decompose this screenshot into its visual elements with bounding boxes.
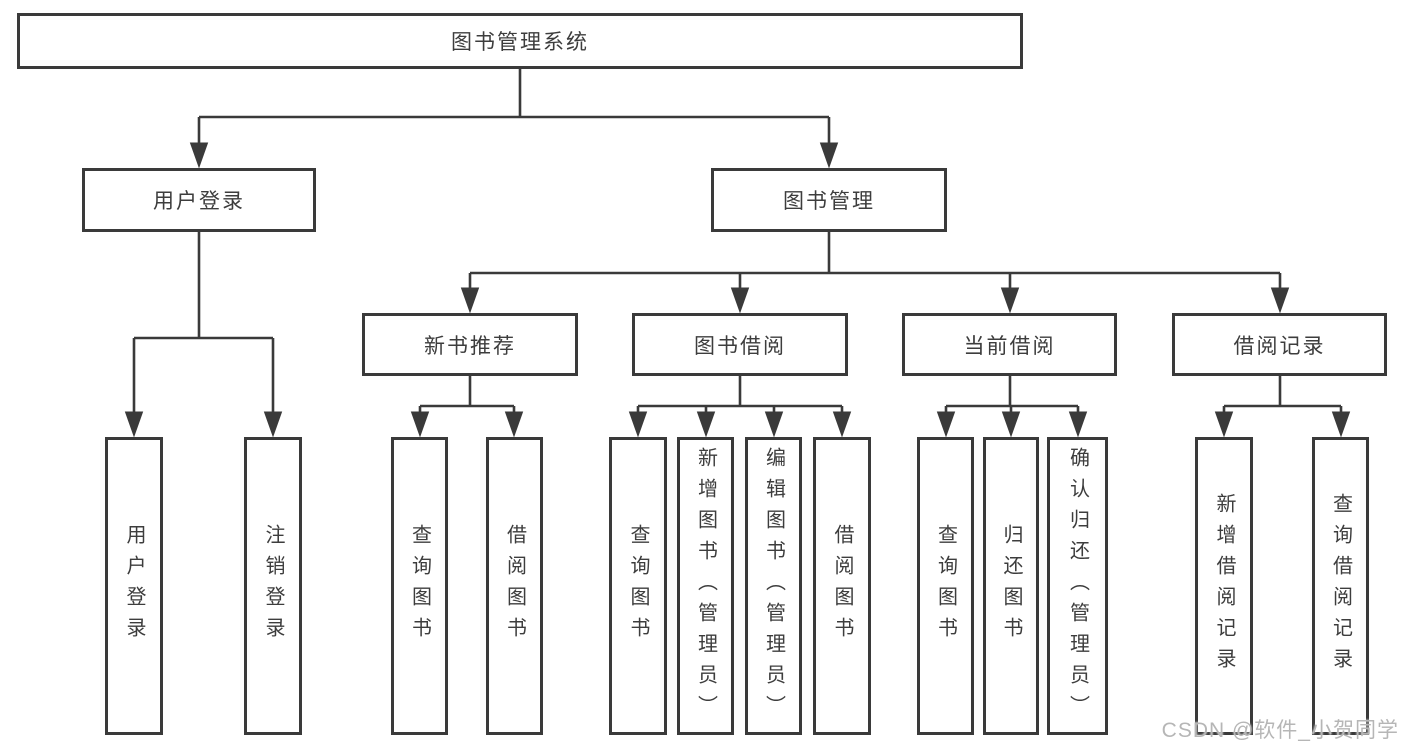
leaf-add-borrow-record: 新增借阅记录 xyxy=(1195,437,1253,735)
node-user-login: 用户登录 xyxy=(82,168,316,232)
leaf-borrow-book-2: 借阅图书 xyxy=(813,437,871,735)
node-book-management: 图书管理 xyxy=(711,168,947,232)
connector-book-borrow-group xyxy=(628,376,852,438)
connector-new-book-group xyxy=(410,376,524,438)
arrowheads-level1 xyxy=(189,142,839,169)
node-root-label: 图书管理系统 xyxy=(451,31,589,54)
node-current-borrow: 当前借阅 xyxy=(902,313,1117,376)
node-root: 图书管理系统 xyxy=(17,13,1023,69)
connector-user-login-group xyxy=(124,232,283,438)
node-new-book-recommend-label: 新书推荐 xyxy=(424,334,516,358)
leaf-confirm-return-admin-label: 确认归还（管理员） xyxy=(1066,446,1089,726)
leaf-query-book-1-label: 查询图书 xyxy=(408,524,431,648)
leaf-logout-label: 注销登录 xyxy=(262,524,284,648)
node-borrow-record: 借阅记录 xyxy=(1172,313,1387,376)
connector-book-management-group xyxy=(460,232,1290,314)
leaf-query-borrow-record-label: 查询借阅记录 xyxy=(1329,493,1352,679)
leaf-add-book-admin: 新增图书（管理员） xyxy=(677,437,734,735)
leaf-query-book-3: 查询图书 xyxy=(917,437,974,735)
node-user-login-label: 用户登录 xyxy=(153,190,245,213)
leaf-query-book-3-label: 查询图书 xyxy=(934,524,957,648)
leaf-user-login-label: 用户登录 xyxy=(123,524,145,648)
arrowheads-borrow-record-group xyxy=(1214,411,1351,438)
leaf-logout: 注销登录 xyxy=(244,437,302,735)
node-book-management-label: 图书管理 xyxy=(783,190,875,213)
leaf-edit-book-admin: 编辑图书（管理员） xyxy=(745,437,802,735)
leaf-query-book-1: 查询图书 xyxy=(391,437,448,735)
leaf-add-borrow-record-label: 新增借阅记录 xyxy=(1213,493,1235,679)
leaf-query-book-2-label: 查询图书 xyxy=(627,524,649,648)
arrowheads-new-book-group xyxy=(410,411,524,438)
leaf-query-borrow-record: 查询借阅记录 xyxy=(1312,437,1369,735)
connector-level1 xyxy=(189,69,839,169)
leaf-return-book-label: 归还图书 xyxy=(1000,524,1022,648)
arrowheads-user-login-group xyxy=(124,411,283,438)
arrowheads-book-borrow-group xyxy=(628,411,852,438)
leaf-borrow-book-1-label: 借阅图书 xyxy=(503,524,526,648)
node-current-borrow-label: 当前借阅 xyxy=(963,334,1056,358)
connector-borrow-record-group xyxy=(1214,376,1351,438)
arrowheads-current-borrow-group xyxy=(936,411,1088,438)
node-new-book-recommend: 新书推荐 xyxy=(362,313,578,376)
csdn-watermark: CSDN @软件_小贺同学 xyxy=(1161,719,1399,742)
node-borrow-record-label: 借阅记录 xyxy=(1233,334,1326,358)
leaf-return-book: 归还图书 xyxy=(983,437,1039,735)
connector-current-borrow-group xyxy=(936,376,1088,438)
leaf-borrow-book-1: 借阅图书 xyxy=(486,437,543,735)
leaf-borrow-book-2-label: 借阅图书 xyxy=(831,524,853,648)
leaf-query-book-2: 查询图书 xyxy=(609,437,667,735)
leaf-edit-book-admin-label: 编辑图书（管理员） xyxy=(762,446,785,726)
node-book-borrow: 图书借阅 xyxy=(632,313,848,376)
leaf-add-book-admin-label: 新增图书（管理员） xyxy=(694,446,717,726)
arrowheads-book-management-group xyxy=(460,287,1290,314)
node-book-borrow-label: 图书借阅 xyxy=(694,334,786,358)
leaf-user-login: 用户登录 xyxy=(105,437,163,735)
leaf-confirm-return-admin: 确认归还（管理员） xyxy=(1047,437,1108,735)
